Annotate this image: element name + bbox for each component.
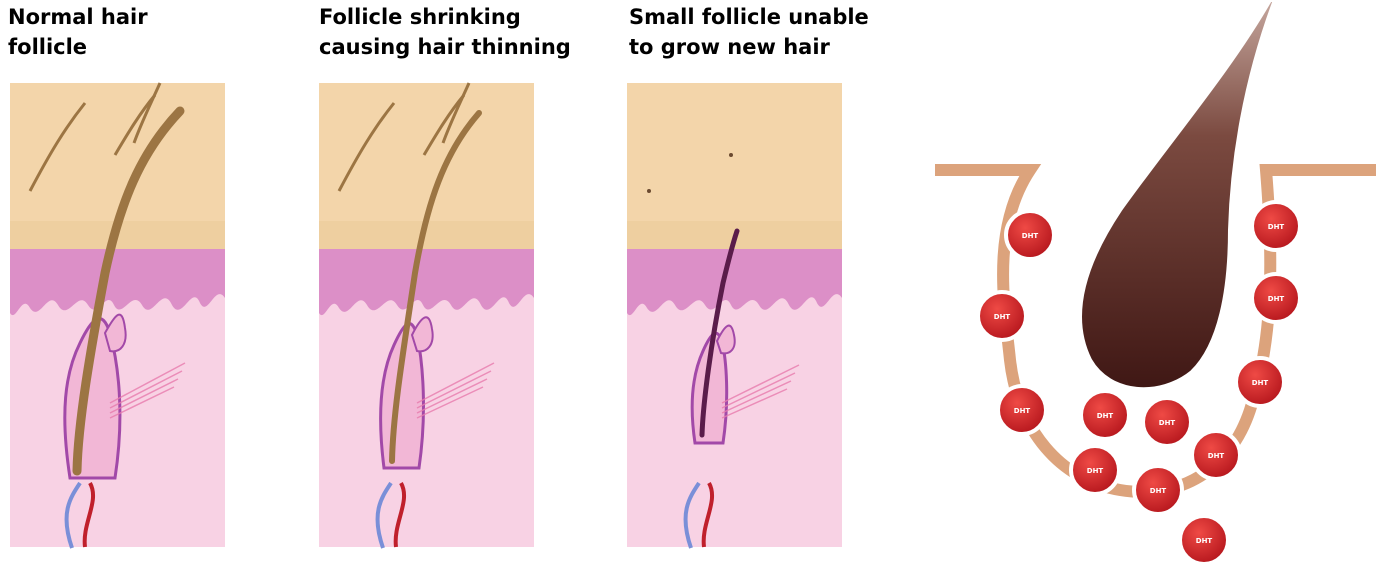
dht-molecule: DHT bbox=[1252, 274, 1300, 322]
dht-molecule: DHT bbox=[1143, 398, 1191, 446]
stage-title-line: causing hair thinning bbox=[319, 32, 571, 62]
small-follicle-illustration bbox=[627, 83, 842, 547]
stage-title-line: to grow new hair bbox=[629, 32, 869, 62]
dht-molecule: DHT bbox=[1252, 202, 1300, 250]
dht-label: DHT bbox=[1252, 379, 1269, 387]
stage-title-shrinking: Follicle shrinking causing hair thinning bbox=[319, 2, 571, 62]
dht-molecule: DHT bbox=[1236, 358, 1284, 406]
empty-pore bbox=[647, 189, 651, 193]
dht-molecule: DHT bbox=[1192, 431, 1240, 479]
dht-label: DHT bbox=[1022, 232, 1039, 240]
shrinking-follicle-illustration bbox=[319, 83, 534, 547]
empty-pore bbox=[729, 153, 733, 157]
stage-title-line: Follicle shrinking bbox=[319, 2, 571, 32]
dht-label: DHT bbox=[1268, 295, 1285, 303]
stage-title-line: Small follicle unable bbox=[629, 2, 869, 32]
hair-shaft bbox=[1080, 0, 1275, 389]
dht-molecule: DHT bbox=[1180, 516, 1228, 564]
dht-molecule: DHT bbox=[1006, 211, 1054, 259]
dht-label: DHT bbox=[1087, 467, 1104, 475]
skin-surface bbox=[627, 83, 842, 233]
dht-molecule: DHT bbox=[998, 386, 1046, 434]
dht-molecule: DHT bbox=[1134, 466, 1182, 514]
dht-label: DHT bbox=[1196, 537, 1213, 545]
dht-follicle-diagram: DHT DHT DHT DHT DHT DHT DHT DHT DHT DHT … bbox=[930, 0, 1376, 577]
stage-title-normal: Normal hair follicle bbox=[8, 2, 148, 62]
dht-label: DHT bbox=[1208, 452, 1225, 460]
dht-label: DHT bbox=[1097, 412, 1114, 420]
dht-label: DHT bbox=[1014, 407, 1031, 415]
dht-label: DHT bbox=[1159, 419, 1176, 427]
stage-title-line: Normal hair bbox=[8, 2, 148, 32]
dht-label: DHT bbox=[1268, 223, 1285, 231]
dht-label: DHT bbox=[994, 313, 1011, 321]
stage-title-line: follicle bbox=[8, 32, 148, 62]
stage-title-small: Small follicle unable to grow new hair bbox=[629, 2, 869, 62]
dht-molecule: DHT bbox=[1071, 446, 1119, 494]
dht-molecule: DHT bbox=[978, 292, 1026, 340]
normal-follicle-illustration bbox=[10, 83, 225, 547]
dht-molecule: DHT bbox=[1081, 391, 1129, 439]
dht-label: DHT bbox=[1150, 487, 1167, 495]
